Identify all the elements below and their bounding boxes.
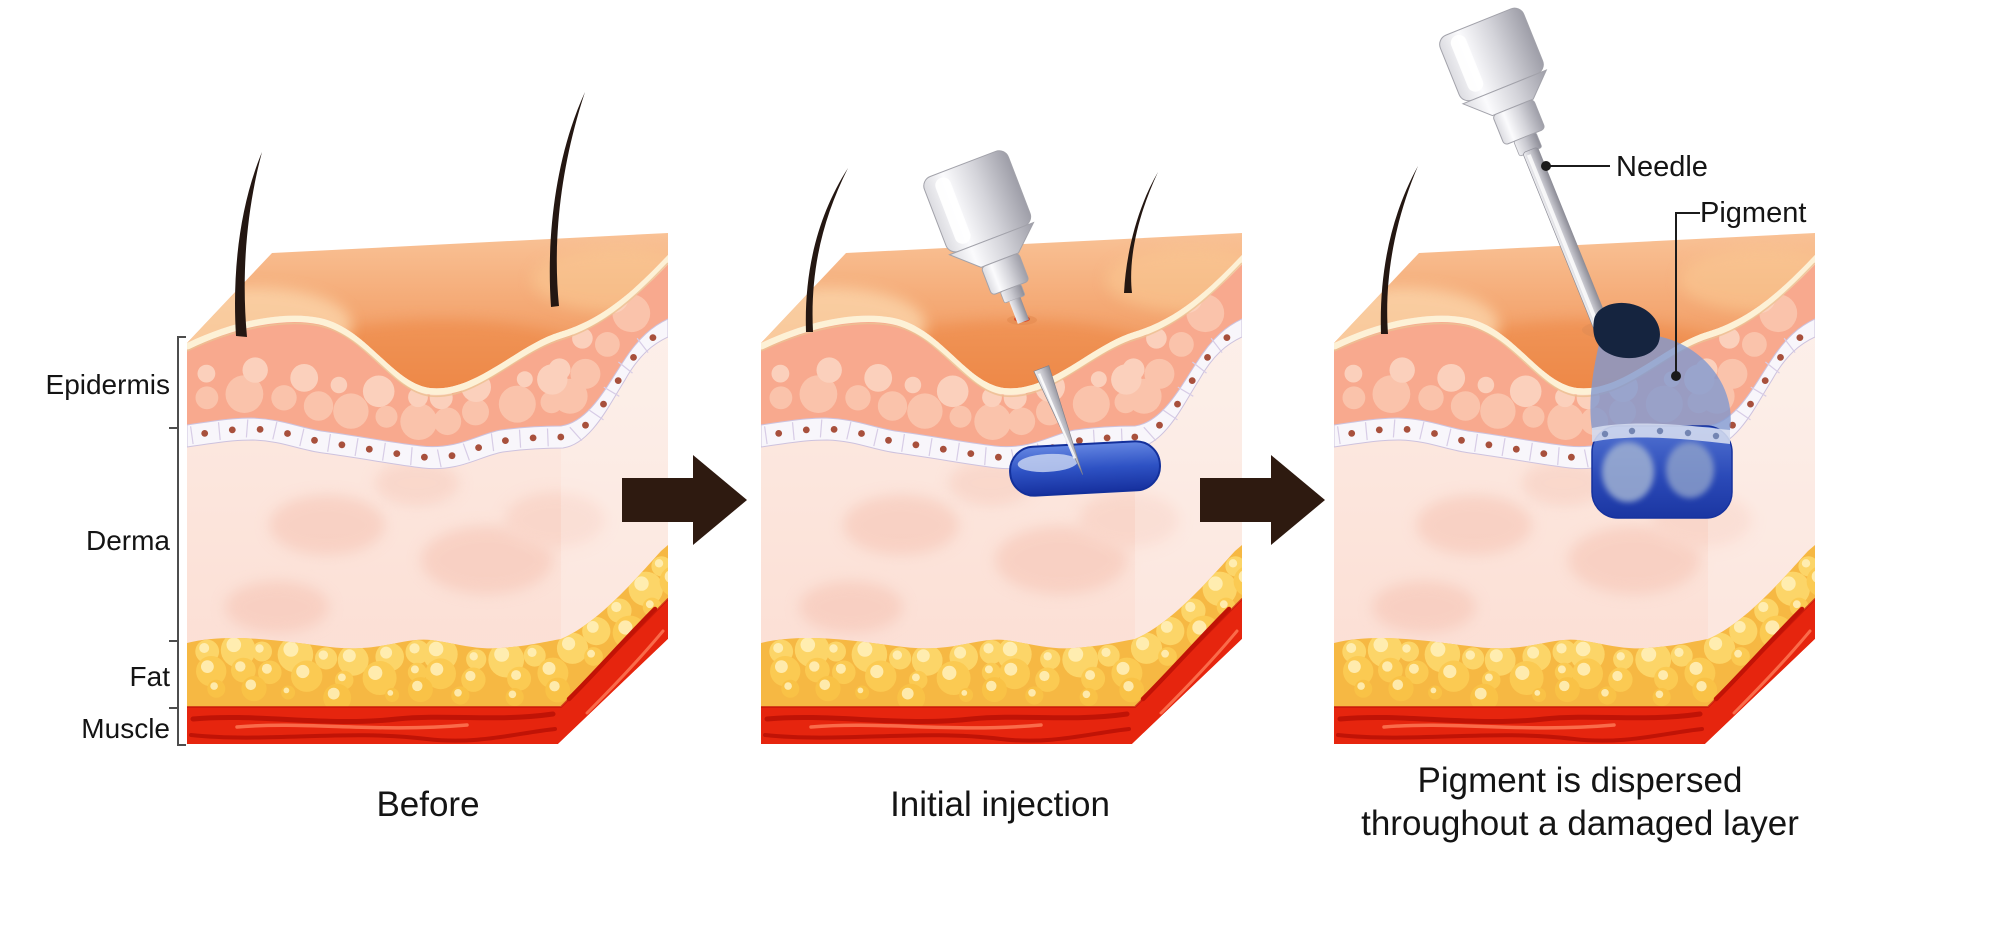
- skin-block-initial: [736, 233, 1276, 744]
- label-muscle: Muscle: [81, 713, 170, 744]
- hair: [805, 168, 848, 332]
- arrow-icon: [622, 455, 747, 545]
- label-derma: Derma: [85, 525, 170, 556]
- tattoo-machine: [923, 150, 1084, 475]
- hair: [1124, 172, 1158, 293]
- pigment-blob: [1009, 440, 1161, 497]
- label-pigment: Pigment: [1700, 197, 1807, 229]
- panel-initial-injection: [736, 150, 1276, 744]
- pigment-entry-blob: [1593, 302, 1660, 359]
- machine-highlight: [935, 177, 971, 244]
- arrow-icon: [1200, 455, 1325, 545]
- caption-before: Before: [376, 785, 480, 824]
- panel-before: [162, 92, 702, 744]
- caption-initial-injection: Initial injection: [890, 785, 1110, 824]
- needle-callout-line: [1541, 161, 1610, 171]
- tattoo-machine: [1439, 7, 1611, 335]
- layer-bracket: [169, 336, 186, 746]
- label-fat: Fat: [129, 661, 170, 692]
- hair: [549, 92, 585, 307]
- panel-dispersed: [1309, 7, 1849, 744]
- label-epidermis: Epidermis: [45, 369, 170, 400]
- pigment-callout-line: [1671, 212, 1700, 381]
- skin-block-dispersed: [1309, 233, 1849, 744]
- caption-dispersed: Pigment is dispersed throughout a damage…: [1361, 761, 1799, 843]
- needle: [1033, 365, 1084, 475]
- machine-highlight: [1450, 34, 1484, 92]
- hair: [1380, 166, 1418, 334]
- label-needle: Needle: [1616, 151, 1708, 183]
- basal-cells-through-pigment: [1592, 423, 1730, 444]
- hair: [235, 152, 262, 337]
- pigment-dense: [1591, 425, 1733, 519]
